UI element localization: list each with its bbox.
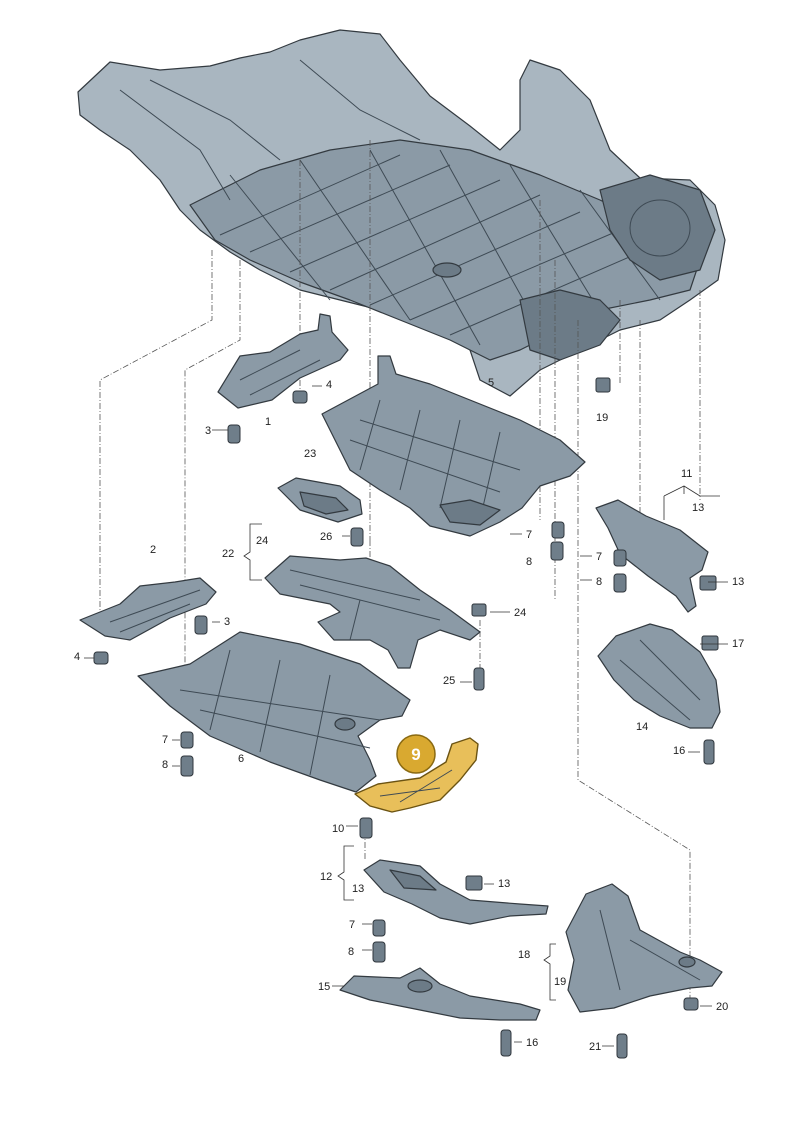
callout-8a: 8 <box>526 556 532 568</box>
callout-17: 17 <box>732 638 744 650</box>
callout-ticks <box>84 385 728 1047</box>
callout-7d: 7 <box>349 919 355 931</box>
fastener-7-b <box>180 731 194 749</box>
fastener-13-clip-a <box>699 575 717 591</box>
part-12-rear-side-strip <box>363 859 549 925</box>
callout-22: 22 <box>222 548 234 560</box>
callout-19b: 19 <box>554 976 566 988</box>
callout-5: 5 <box>488 377 494 389</box>
fastener-7-c <box>613 549 627 567</box>
fastener-17-clip <box>701 635 719 651</box>
callout-14: 14 <box>636 721 648 733</box>
vehicle-underbody-shell <box>77 29 726 397</box>
fastener-8-d <box>372 941 386 963</box>
callout-12: 12 <box>320 871 332 883</box>
callout-1: 1 <box>265 416 271 428</box>
callout-13b: 13 <box>732 576 744 588</box>
callout-16a: 16 <box>673 745 685 757</box>
callout-11: 11 <box>681 468 692 480</box>
part-23-small-cover <box>277 477 363 523</box>
callout-8c: 8 <box>162 759 168 771</box>
fastener-7-d <box>372 919 386 937</box>
fastener-3-clip-b <box>194 615 208 635</box>
callout-labels: 1 2 3 3 4 4 5 6 7 7 7 7 8 8 8 8 10 11 12… <box>74 377 744 1053</box>
callout-7c: 7 <box>162 734 168 746</box>
callout-23: 23 <box>304 448 316 460</box>
part-11-rear-side-cover <box>595 499 709 613</box>
callout-6: 6 <box>238 753 244 765</box>
part-6-front-underbody-panel <box>137 631 411 793</box>
part-22-tunnel-cover <box>264 555 481 669</box>
callout-3a: 3 <box>205 425 211 437</box>
callout-8d: 8 <box>348 946 354 958</box>
fastener-16-screw-b <box>500 1029 512 1057</box>
callout-7b: 7 <box>596 551 602 563</box>
fastener-16-screw-a <box>703 739 715 765</box>
grouping-brackets <box>243 485 720 1001</box>
part-15-rear-bracket <box>339 967 541 1021</box>
callout-4b: 4 <box>74 651 80 663</box>
callout-19a: 19 <box>596 412 608 424</box>
callout-16b: 16 <box>526 1037 538 1049</box>
callout-26: 26 <box>320 531 332 543</box>
part-18-rear-wheel-liner-large <box>565 883 723 1013</box>
fastener-10 <box>359 817 373 839</box>
fastener-24-clip <box>471 603 487 617</box>
fastener-20-nut <box>683 997 699 1011</box>
part-2-front-cover-right <box>79 577 217 641</box>
callout-10: 10 <box>332 823 344 835</box>
callout-13c: 13 <box>352 883 364 895</box>
part-9-highlighted-bracket <box>354 737 479 813</box>
callout-13a: 13 <box>692 502 704 514</box>
callout-24b: 24 <box>514 607 526 619</box>
callout-13d: 13 <box>498 878 510 890</box>
callout-4a: 4 <box>326 379 332 391</box>
callout-2: 2 <box>150 544 156 556</box>
callout-7a: 7 <box>526 529 532 541</box>
callout-8b: 8 <box>596 576 602 588</box>
callout-25: 25 <box>443 675 455 687</box>
callout-15: 15 <box>318 981 330 993</box>
callout-18: 18 <box>518 949 530 961</box>
fastener-8-b <box>180 755 194 777</box>
callout-24a: 24 <box>256 535 268 547</box>
fastener-4-nut-a <box>292 390 308 404</box>
fastener-8-c <box>613 573 627 593</box>
fastener-3-clip-a <box>227 424 241 444</box>
fastener-8-a <box>550 541 564 561</box>
fastener-4-nut-b <box>93 651 109 665</box>
highlight-badge-label: 9 <box>411 745 420 764</box>
highlight-badge-9: 9 <box>396 734 436 774</box>
fastener-25-screw <box>473 667 485 691</box>
callout-20: 20 <box>716 1001 728 1013</box>
fastener-26 <box>350 527 364 547</box>
fastener-13-clip-b <box>465 875 483 891</box>
callout-3b: 3 <box>224 616 230 628</box>
part-5-center-underbody-panel <box>321 355 586 537</box>
fastener-19-clip <box>595 377 611 393</box>
fastener-7-a <box>551 521 565 539</box>
part-14-rear-wheel-liner <box>597 623 721 729</box>
callout-21: 21 <box>589 1041 601 1053</box>
fastener-21-screw <box>616 1033 628 1059</box>
part-1-front-cover-left <box>217 313 349 409</box>
